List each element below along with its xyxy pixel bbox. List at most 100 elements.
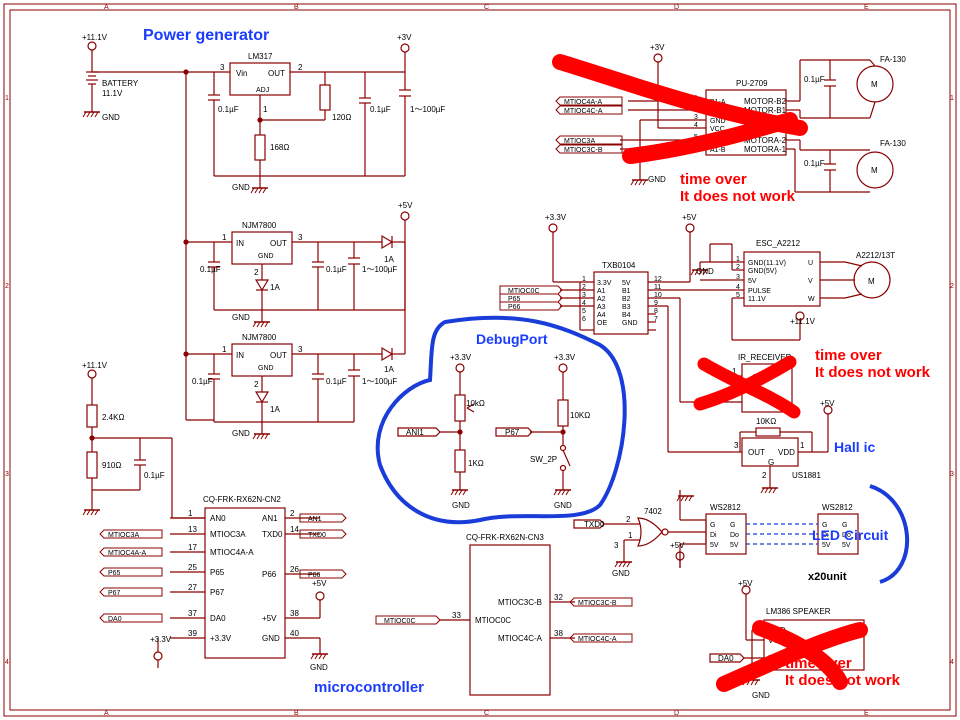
battery-gnd: GND [102, 113, 120, 122]
mcu1-pin-num: 37 [188, 609, 197, 618]
ir-name: IR_RECEIVER [738, 353, 792, 362]
grid-row-left: 4 [5, 659, 9, 666]
hall-ic-heading: Hall ic [834, 439, 875, 455]
ls-right-name: B1 [622, 288, 631, 295]
note3-time-over: time over [785, 655, 852, 672]
ls-right-num: 12 [654, 276, 662, 283]
battery-value: 11.1V [102, 89, 123, 98]
mcu1-5v-symbol [315, 591, 325, 609]
ls-left-name: A2 [597, 296, 606, 303]
mcu1-pin-num: 17 [188, 543, 197, 552]
ls-right-num: 11 [654, 284, 661, 291]
lm317-out: OUT [268, 69, 285, 78]
net-label-text: MTIOC3C-B [564, 147, 603, 154]
net-label-flag [99, 587, 163, 597]
mcu1-pin-num: 38 [290, 609, 299, 618]
net-label-flag [555, 144, 623, 154]
mcu1-pin-name: P67 [210, 588, 225, 597]
md-out-b1: MOTOR-B1 [744, 106, 787, 115]
gate-pin1: 1 [628, 531, 633, 540]
net-label-flag [99, 547, 163, 557]
divider-cap: 0.1µF [144, 471, 165, 480]
cap-lm317-in: 0.1µF [218, 105, 239, 114]
debug-r1k: 1KΩ [468, 459, 484, 468]
motor2-m: M [871, 166, 878, 175]
mcu1-pin-num: 13 [188, 525, 197, 534]
net-label-flag [555, 96, 623, 106]
grid-row-left: 3 [5, 471, 9, 478]
mcu1-name: CQ-FRK-RX62N-CN2 [203, 495, 281, 504]
net-label-flag [99, 529, 163, 539]
net-label-flag [375, 615, 441, 625]
mcu1-gnd-symbol [310, 653, 329, 660]
njm2-out: OUT [270, 351, 287, 360]
note2-time-over: time over [815, 347, 882, 364]
debug-section [397, 363, 572, 496]
mcu1-pin-name: P66 [262, 570, 277, 579]
mcu1-pin-name: +5V [262, 614, 277, 623]
ls-right-num: 8 [654, 308, 658, 315]
esc-pin-name: GND(5V) [748, 268, 777, 275]
speaker-da0: DA0 [718, 654, 734, 663]
net-label-text: AN1 [308, 516, 322, 523]
divider-r-bot: 910Ω [102, 461, 121, 470]
md-out-a2: MOTORA-2 [744, 136, 787, 145]
net-label-text: DA0 [108, 616, 122, 623]
speaker-gnd: GND [752, 691, 770, 700]
hall-v5: +5V [820, 399, 835, 408]
divider-vin: +11.1V [82, 361, 108, 370]
esc-pin-name: 11.1V [748, 296, 766, 303]
net-label-text: MTIOC3A [108, 532, 139, 539]
esc-pin-name: PULSE [748, 288, 771, 295]
mcu1-3v3-symbol [153, 651, 163, 669]
net-label-text: MTIOC4A-A [108, 550, 146, 557]
mcu1-pin-name: MTIOC3A [210, 530, 246, 539]
ws-pin-in: Di [710, 532, 717, 539]
red-strikeouts [552, 54, 868, 692]
ls-left-num: 1 [582, 276, 586, 283]
esc-pin-num: 5 [736, 292, 740, 299]
grid-col-top: A [104, 4, 109, 11]
esc-pin-name: 5V [748, 278, 757, 285]
ls-left-num: 6 [582, 316, 586, 323]
ls-right-num: 9 [654, 300, 658, 307]
njm1-out: OUT [270, 239, 287, 248]
mcu1-pin-name: AN1 [262, 514, 278, 523]
net-label-text: P66 [308, 572, 321, 579]
njm1-pin3: 3 [298, 233, 303, 242]
ws-pin-in-2: Di [822, 532, 829, 539]
lm317-pin2: 2 [298, 63, 303, 72]
mcu1-pin-name: +3.3V [210, 634, 232, 643]
net-label-text: MTIOC0C [508, 288, 540, 295]
x20unit-label: x20unit [808, 571, 847, 583]
gnd-label-3: GND [232, 429, 250, 438]
esc-phase: V [808, 278, 813, 285]
battery-voltage: +11.1V [82, 33, 108, 42]
njm2-pin3: 3 [298, 345, 303, 354]
mcu2-name: CQ-FRK-RX62N-CN3 [466, 533, 544, 542]
mcu1-block [204, 507, 286, 659]
mcu2-pin-name: MTIOC4C-A [498, 634, 543, 643]
speaker-v5: +5V [738, 579, 753, 588]
grid-row-right: 4 [950, 659, 954, 666]
ls-right-num: 7 [654, 316, 658, 323]
hall-section [732, 405, 833, 494]
njm1-pin1: 1 [222, 233, 227, 242]
gnd-label-2: GND [232, 313, 250, 322]
mcu1-pin-name: AN0 [210, 514, 226, 523]
microcontroller-heading: microcontroller [314, 679, 424, 696]
mcu2-pin-name: MTIOC3C-B [498, 598, 542, 607]
njm1-diode-b: 1A [384, 255, 394, 264]
debug-v2: +3.3V [554, 353, 576, 362]
grid-row-left: 1 [5, 95, 9, 102]
njm1-cap-out: 0.1µF [326, 265, 347, 274]
lm317-pin1: 1 [263, 105, 268, 114]
njm1-gnd: GND [258, 253, 274, 260]
mcu1-gnd-label: GND [310, 663, 328, 672]
mcu1-pin-name: DA0 [210, 614, 226, 623]
net-label-text: MTIOC3A [564, 138, 595, 145]
mcu1-pin-num: 40 [290, 629, 299, 638]
grid-col-bottom: B [294, 710, 299, 717]
ws2812-name-1: WS2812 [710, 503, 741, 512]
